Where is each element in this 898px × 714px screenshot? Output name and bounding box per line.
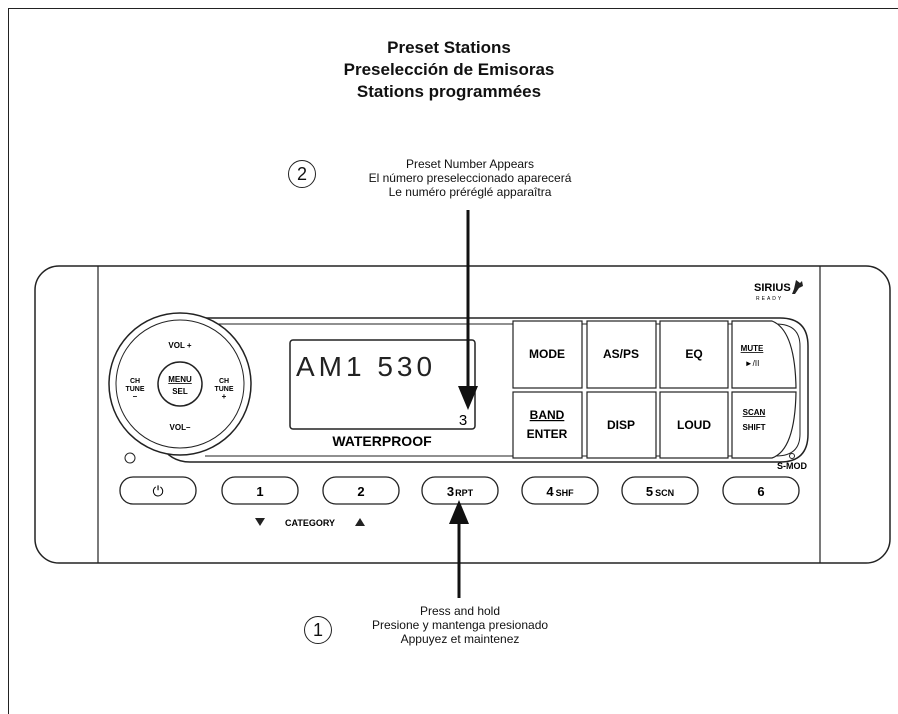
menu-sel-button[interactable] <box>157 361 203 407</box>
callout-2-line-1: Preset Number Appears <box>405 157 535 171</box>
tune-minus-label: – <box>133 392 138 401</box>
callout-2-line-3: Le numéro préréglé apparaîtra <box>388 185 552 199</box>
callout-1-line-1: Press and hold <box>419 604 501 618</box>
scan-shift-button[interactable] <box>731 391 797 459</box>
loud-button[interactable] <box>659 391 729 459</box>
shift-label: SHIFT <box>742 423 765 432</box>
left-indicator-light <box>124 452 136 464</box>
diagram-title: Preset Stations Preselección de Emisoras… <box>0 37 898 103</box>
title-line-2: Preselección de Emisoras <box>343 60 555 79</box>
mute-button[interactable] <box>731 320 797 389</box>
callout-2-arrow-head <box>458 386 478 410</box>
asps-button-label: AS/PS <box>603 347 639 361</box>
power-button[interactable] <box>119 476 197 505</box>
eq-button[interactable] <box>659 320 729 389</box>
callout-1-line-3: Appuyez et maintenez <box>400 632 520 646</box>
smod-label: S-MOD <box>777 461 807 471</box>
lcd-main-text: AM1 530 <box>296 351 436 382</box>
lcd-display <box>289 339 476 430</box>
preset-3-label: 3RPT <box>447 484 474 499</box>
callout-2-line-2: El número preseleccionado aparecerá <box>368 171 572 185</box>
scan-label: SCAN <box>743 408 766 417</box>
category-up-icon <box>355 518 365 526</box>
category-label: CATEGORY <box>285 518 335 528</box>
callout-2-number: 2 <box>288 160 316 188</box>
title-line-3: Stations programmées <box>356 82 542 101</box>
callout-1-text: Press and hold Presione y mantenga presi… <box>310 604 610 646</box>
sirius-logo: SIRIUS <box>754 282 791 294</box>
faceplate-inner-outline <box>205 323 801 457</box>
smod-indicator-light <box>789 453 795 459</box>
preset-button-4[interactable] <box>521 476 599 505</box>
eq-button-label: EQ <box>685 347 702 361</box>
lcd-preset-number: 3 <box>459 412 467 429</box>
preset-button-2[interactable] <box>322 476 400 505</box>
loud-button-label: LOUD <box>677 418 711 432</box>
mode-button[interactable] <box>512 320 583 389</box>
vol-down-label[interactable]: VOL– <box>170 423 191 432</box>
volume-knob-ring <box>115 319 245 449</box>
mute-button-label: MUTE <box>741 344 764 353</box>
vol-up-label[interactable]: VOL + <box>168 341 192 350</box>
callout-2-text: Preset Number Appears El número preselec… <box>320 157 620 199</box>
power-icon: ⏻ <box>152 483 163 499</box>
tune-right-label[interactable]: TUNE <box>214 386 233 393</box>
tune-plus-label: + <box>222 392 227 401</box>
band-enter-button[interactable] <box>512 391 583 459</box>
tune-left-label[interactable]: TUNE <box>125 386 144 393</box>
play-pause-label: ►/II <box>745 359 760 368</box>
menu-label: MENU <box>168 375 192 384</box>
ch-right-label: CH <box>219 378 229 385</box>
preset-2-label: 2 <box>357 484 364 499</box>
title-line-1: Preset Stations <box>387 38 511 57</box>
callout-1-number: 1 <box>304 616 332 644</box>
preset-6-label: 6 <box>757 484 764 499</box>
callout-1-line-2: Presione y mantenga presionado <box>371 618 549 632</box>
sirius-ready-text: READY <box>756 296 783 302</box>
disp-button[interactable] <box>586 391 657 459</box>
preset-button-5[interactable] <box>621 476 699 505</box>
mode-button-label: MODE <box>529 347 565 361</box>
page-border-top <box>8 8 898 9</box>
page-border-left <box>8 8 9 714</box>
band-label: BAND <box>530 408 565 422</box>
callout-1-arrow-head <box>449 500 469 524</box>
sel-label: SEL <box>172 387 188 396</box>
preset-1-label: 1 <box>256 484 263 499</box>
preset-button-1[interactable] <box>221 476 299 505</box>
enter-label: ENTER <box>527 427 568 441</box>
ch-left-label: CH <box>130 378 140 385</box>
preset-button-6[interactable] <box>722 476 800 505</box>
category-down-icon <box>255 518 265 526</box>
sirius-dog-icon <box>792 280 803 294</box>
waterproof-label: WATERPROOF <box>332 433 432 449</box>
asps-button[interactable] <box>586 320 657 389</box>
disp-button-label: DISP <box>607 418 635 432</box>
